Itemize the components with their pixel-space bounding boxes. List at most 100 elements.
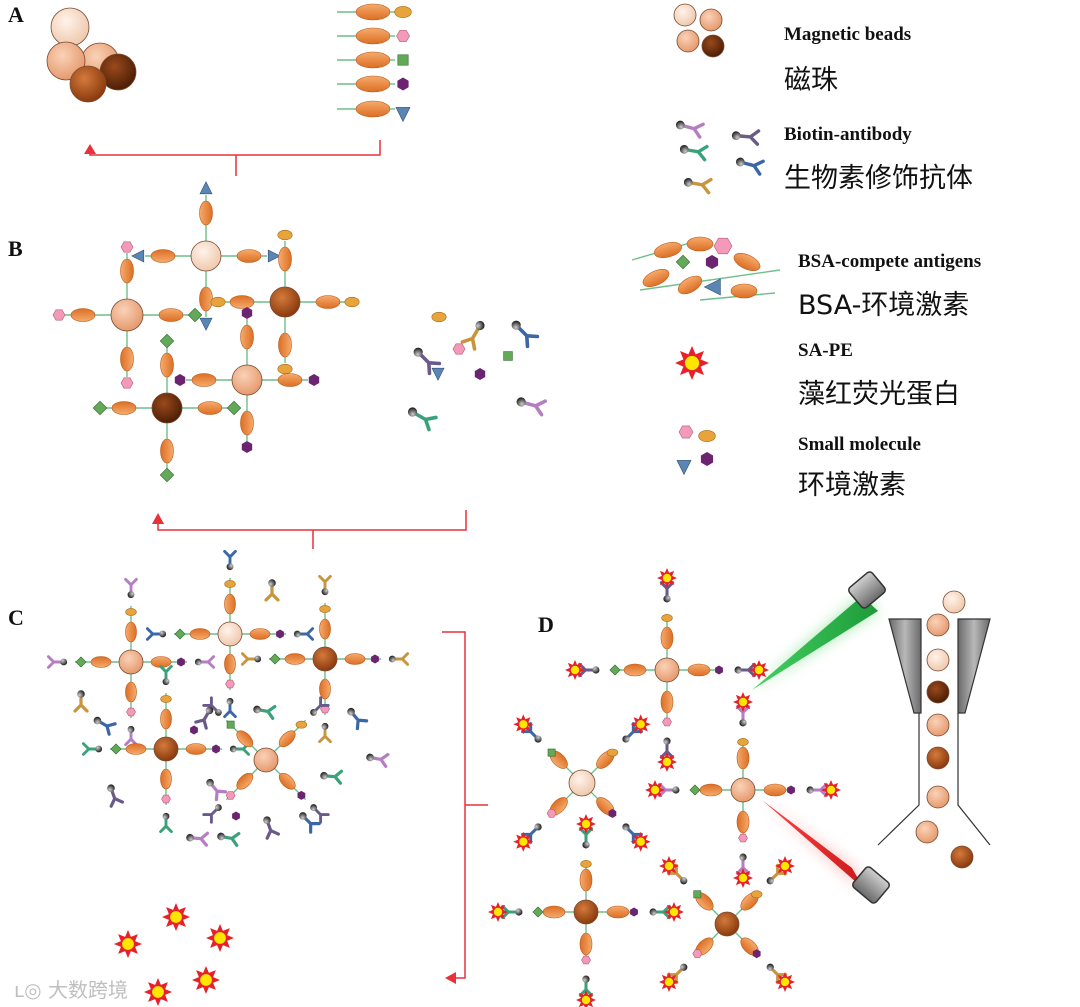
bead-complex: [210, 229, 360, 375]
molecule-oval-gold: [277, 363, 293, 375]
molecule-hexagon-purple: [700, 452, 714, 466]
bsa-protein: [730, 283, 758, 299]
sa-pe-star: [192, 966, 220, 994]
free-antibody: [299, 812, 321, 834]
bound-antibody: [253, 704, 277, 720]
bsa-protein: [654, 242, 682, 258]
bsa-protein: [699, 783, 723, 797]
bsa-protein: [189, 628, 211, 640]
molecule-hexagon-pink: [225, 791, 236, 800]
bead-complex-labeled: [488, 814, 684, 1007]
molecule-oval-gold: [750, 890, 763, 899]
molecule-square-green: [75, 656, 87, 668]
molecule-square-green: [92, 400, 108, 416]
legend-label-bsa-antigens: BSA-compete antigens: [798, 251, 982, 272]
bound-antibody: [217, 831, 241, 847]
magnetic-bead: [926, 713, 950, 737]
magnetic-bead: [714, 911, 740, 937]
molecule-square-green: [226, 720, 235, 729]
biotin-antibody: [731, 129, 761, 146]
molecule-hexagon-purple: [174, 374, 186, 386]
magnetic-bead: [312, 646, 338, 672]
free-antibody: [264, 579, 280, 602]
molecule-hexagon-purple: [232, 811, 240, 821]
watermark-logo-icon: ʟ◎: [14, 978, 42, 1002]
bsa-protein: [763, 783, 787, 797]
bsa-protein: [623, 663, 647, 677]
flow-cell-icon: [877, 590, 991, 869]
magnetic-bead: [253, 747, 279, 773]
sa-pe-star: [659, 856, 679, 876]
molecule-square-green: [159, 467, 175, 483]
sa-pe-star: [630, 831, 651, 852]
sa-pe-star: [775, 856, 795, 876]
sa-pe-star: [206, 924, 234, 952]
bsa-protein: [199, 286, 213, 312]
magnetic-bead: [231, 364, 263, 396]
bsa-protein: [236, 730, 254, 748]
bsa-protein: [319, 618, 331, 640]
bound-antibody: [206, 778, 228, 802]
magnetic-bead: [153, 736, 179, 762]
molecule-square-green: [174, 628, 186, 640]
panel-b: [52, 181, 547, 549]
bead-complex: [81, 664, 251, 834]
molecule-hexagon-pink: [692, 949, 703, 958]
bsa-protein: [120, 258, 134, 284]
molecule-hexagon-pink: [120, 241, 134, 253]
molecule-hexagon-pink: [161, 794, 171, 804]
magnetic-bead: [573, 899, 599, 925]
molecule-oval-gold: [394, 6, 412, 18]
laser-beams: [752, 596, 878, 889]
sa-pe-star: [749, 660, 769, 680]
molecule-square-green: [532, 906, 544, 918]
bsa-protein: [319, 678, 331, 700]
molecule-oval-gold: [125, 608, 137, 616]
bsa-protein: [315, 295, 341, 309]
bsa-protein: [185, 743, 207, 755]
sa-pe-star: [576, 814, 596, 834]
magnetic-bead: [190, 240, 222, 272]
bead-complex: [240, 574, 410, 744]
bound-antibody: [263, 816, 281, 840]
laser-red-icon: [852, 866, 890, 904]
free-antibody: [320, 769, 344, 785]
bsa-protein: [687, 663, 711, 677]
bsa-protein: [197, 401, 223, 415]
molecule-oval-gold: [160, 695, 172, 703]
bound-antibody: [320, 769, 344, 785]
sa-pe-star: [733, 692, 753, 712]
bsa-protein: [125, 621, 137, 643]
sa-pe-star: [645, 780, 665, 800]
molecule-oval-gold: [295, 720, 308, 729]
bead-complex: [145, 549, 315, 719]
bsa-protein: [355, 3, 391, 21]
bsa-protein: [90, 656, 112, 668]
molecule-triangle-blue: [199, 181, 213, 195]
bsa-protein: [278, 332, 292, 358]
legend-label-biotin-antibody: Biotin-antibody: [784, 124, 912, 145]
sa-pe-star: [630, 714, 651, 735]
bound-antibody: [46, 655, 68, 669]
molecule-hexagon-pink: [581, 955, 591, 965]
molecule-hexagon-pink: [662, 717, 672, 727]
biotin-antibody: [413, 347, 442, 376]
free-antibody: [194, 706, 214, 730]
magnetic-bead: [926, 648, 950, 672]
free-sa-pe: [114, 903, 234, 1006]
magnetic-bead: [950, 845, 974, 869]
molecule-hexagon-purple: [371, 654, 379, 664]
free-antibody: [206, 778, 228, 802]
bound-antibody: [240, 652, 262, 666]
molecule-square-green: [110, 743, 122, 755]
molecule-square-green: [159, 333, 175, 349]
molecule-hexagon-pink: [52, 309, 66, 321]
bound-antibody: [194, 706, 214, 730]
arrow-b-to-c: [152, 510, 467, 549]
molecule-hexagon-pink: [678, 425, 694, 439]
molecule-triangle-blue: [267, 249, 281, 263]
bsa-protein: [736, 810, 750, 834]
molecule-oval-gold: [431, 311, 447, 323]
legend-label-biotin-antibody-cn: 生物素修饰抗体: [784, 163, 973, 194]
bound-antibody: [159, 664, 173, 686]
